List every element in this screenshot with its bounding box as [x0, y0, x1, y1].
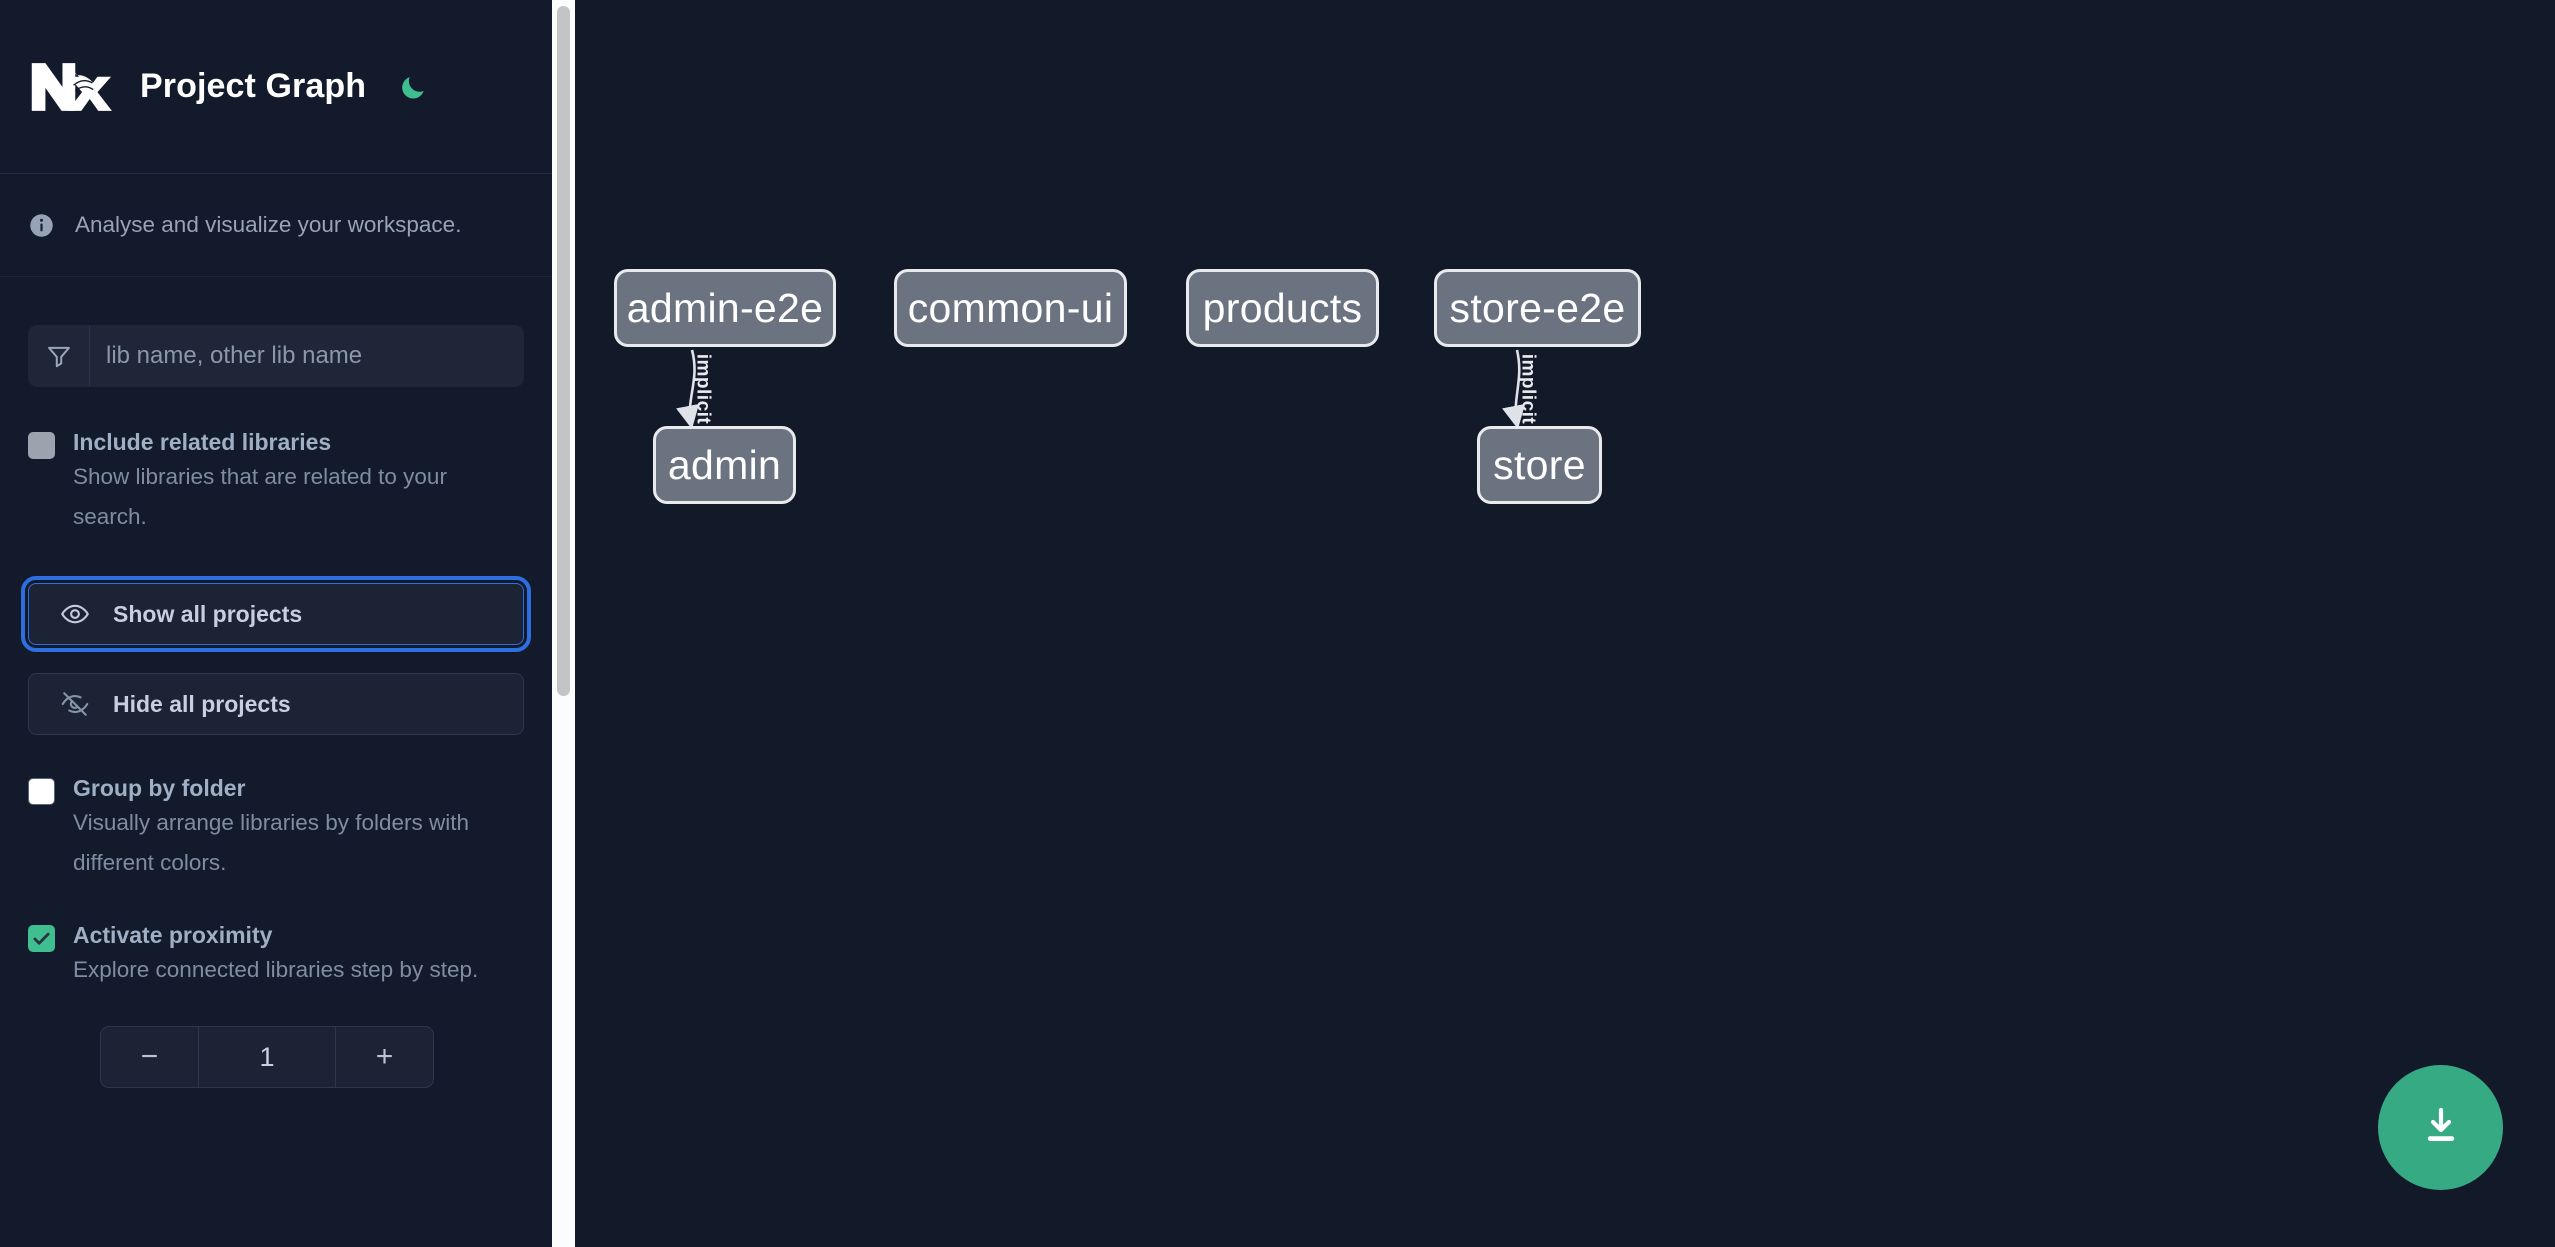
search-input[interactable]: [90, 325, 524, 387]
graph-node-admin-e2e[interactable]: admin-e2e: [614, 269, 836, 347]
activate-proximity-description: Explore connected libraries step by step…: [73, 957, 479, 982]
option-group-by-folder[interactable]: Group by folder Visually arrange librari…: [28, 773, 524, 883]
sidebar-scrollbar-thumb[interactable]: [557, 6, 570, 696]
edge-label-implicit-admin: implicit: [692, 353, 714, 425]
workspace-info-text: Analyse and visualize your workspace.: [75, 212, 462, 237]
hide-all-projects-label: Hide all projects: [113, 690, 291, 717]
sidebar-scrollbar[interactable]: [552, 0, 575, 1247]
hide-all-projects-button[interactable]: Hide all projects: [28, 673, 524, 735]
eye-icon: [59, 598, 91, 630]
option-activate-proximity[interactable]: Activate proximity Explore connected lib…: [28, 920, 524, 990]
show-all-projects-label: Show all projects: [113, 600, 303, 627]
graph-node-store-e2e[interactable]: store-e2e: [1434, 269, 1641, 347]
workspace-info: Analyse and visualize your workspace.: [0, 174, 552, 277]
graph-node-products[interactable]: products: [1186, 269, 1379, 347]
include-related-libraries-label: Include related libraries: [73, 429, 332, 455]
group-by-folder-checkbox[interactable]: [28, 778, 55, 805]
activate-proximity-checkbox[interactable]: [28, 925, 55, 952]
download-icon: [2417, 1102, 2465, 1153]
eye-off-icon: [59, 688, 91, 720]
group-by-folder-description: Visually arrange libraries by folders wi…: [73, 810, 470, 875]
proximity-increment-button[interactable]: +: [335, 1027, 433, 1087]
info-circle-icon: [28, 212, 55, 239]
proximity-value: 1: [259, 1041, 275, 1072]
option-include-related-libraries[interactable]: Include related libraries Show libraries…: [28, 427, 524, 537]
graph-edges: [676, 349, 1526, 430]
download-graph-button[interactable]: [2378, 1065, 2503, 1190]
moon-icon[interactable]: [394, 68, 432, 106]
include-related-libraries-description: Show libraries that are related to your …: [73, 464, 447, 529]
sidebar-header: Project Graph: [0, 0, 552, 174]
nx-logo-icon: [28, 58, 114, 116]
sidebar: Project Graph Analyse and visualize yo: [0, 0, 552, 1247]
graph-node-store[interactable]: store: [1477, 426, 1602, 504]
graph-node-admin[interactable]: admin: [653, 426, 796, 504]
proximity-stepper[interactable]: − 1 +: [100, 1026, 434, 1088]
filter-funnel-icon: [28, 325, 90, 387]
graph-node-common-ui[interactable]: common-ui: [894, 269, 1127, 347]
page-title: Project Graph: [140, 67, 367, 105]
activate-proximity-label: Activate proximity: [73, 922, 273, 948]
graph-canvas[interactable]: implicit implicit admin-e2e common-ui pr…: [552, 0, 2555, 1247]
include-related-libraries-checkbox[interactable]: [28, 432, 55, 459]
edge-label-implicit-store: implicit: [1517, 353, 1539, 425]
show-all-projects-button[interactable]: Show all projects: [21, 576, 531, 652]
group-by-folder-label: Group by folder: [73, 775, 246, 801]
search-box[interactable]: [28, 325, 524, 387]
sidebar-body: Include related libraries Show libraries…: [0, 325, 552, 1088]
proximity-decrement-button[interactable]: −: [101, 1027, 199, 1087]
